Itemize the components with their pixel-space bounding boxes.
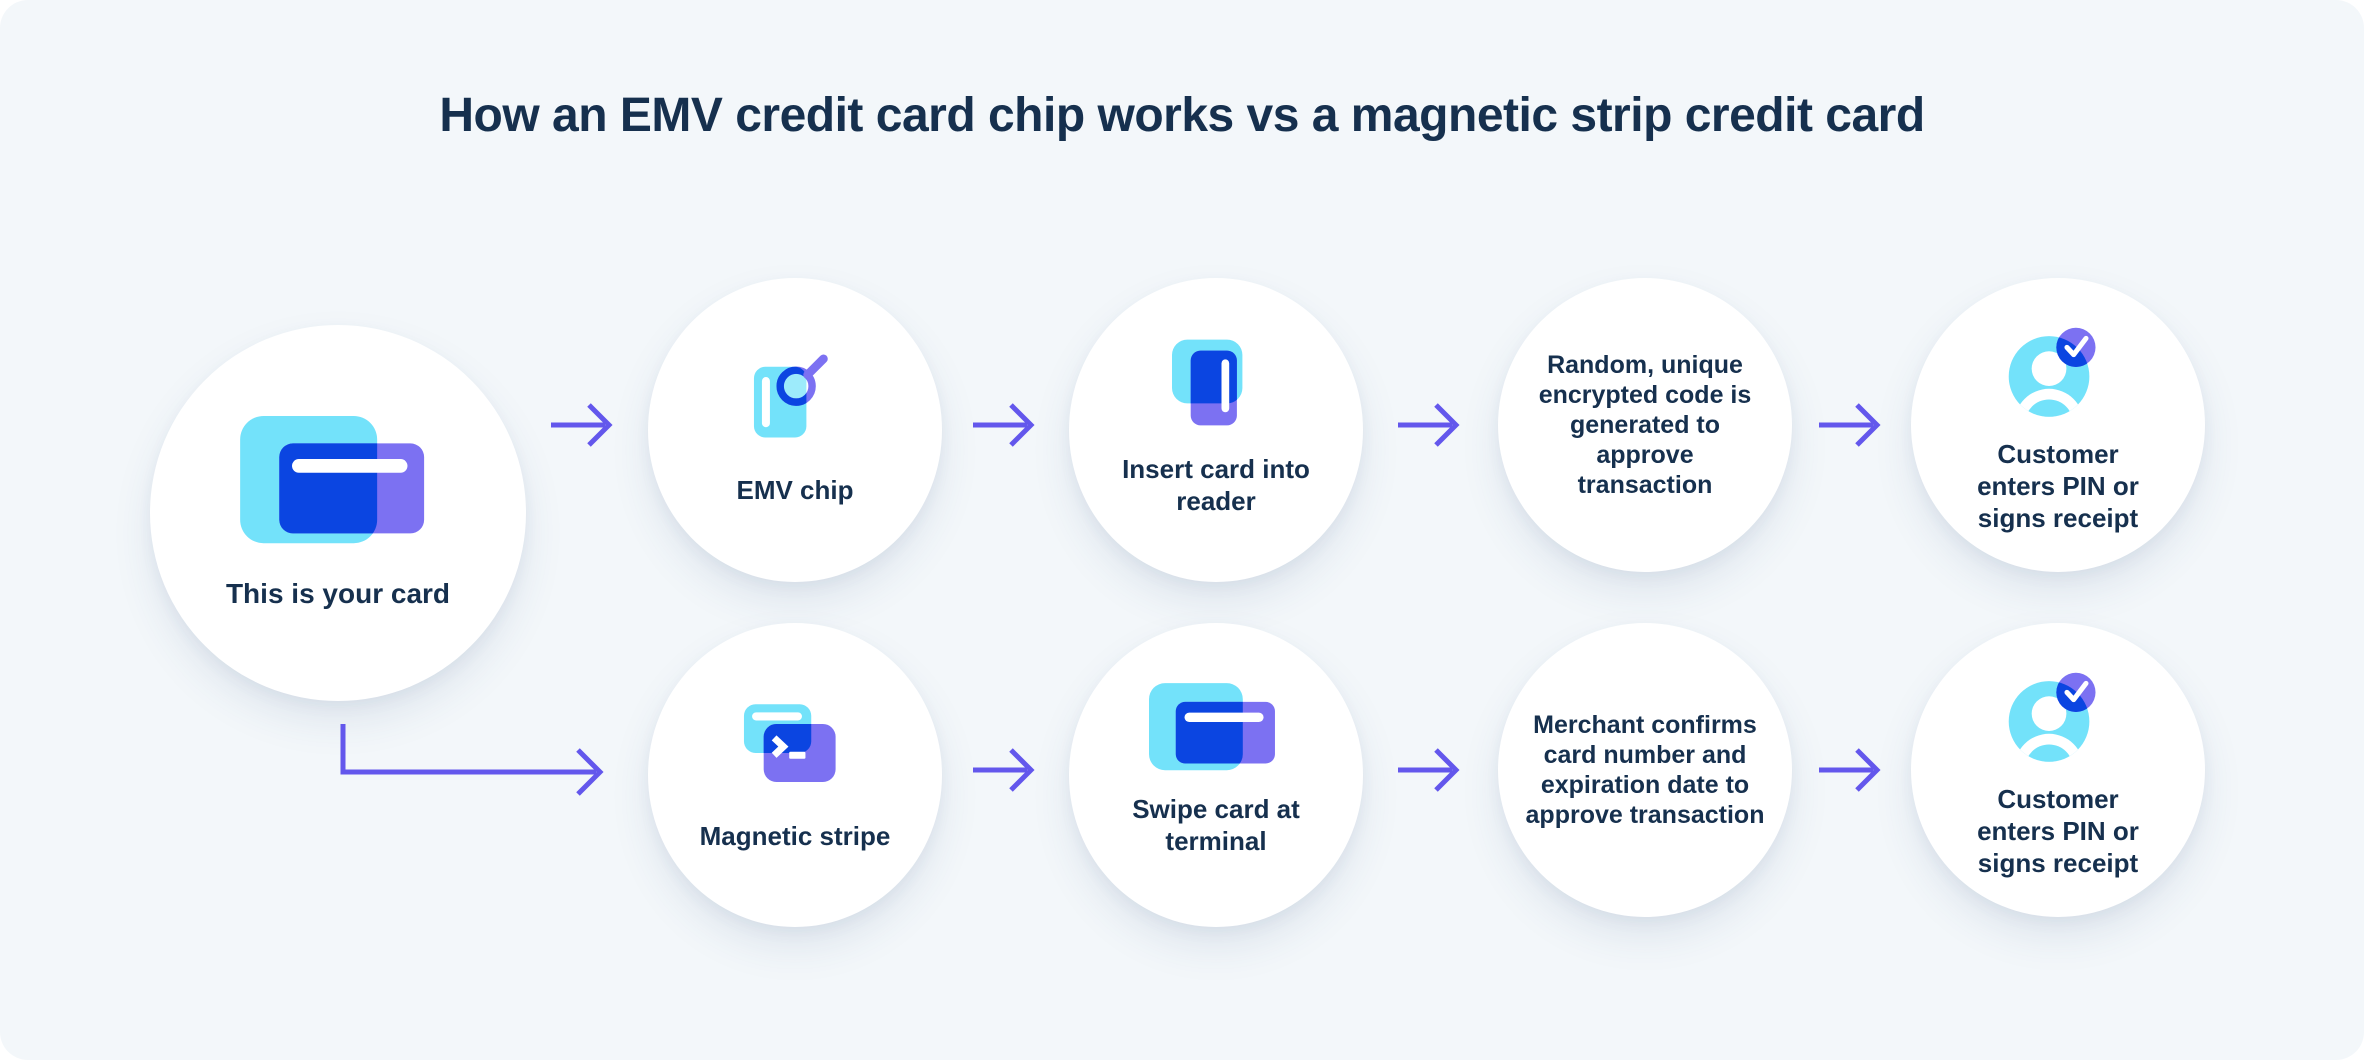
arrow-right-icon bbox=[1819, 403, 1881, 447]
node-insert-card-into-reader: Insert card into reader bbox=[1069, 278, 1363, 582]
node-magnetic-stripe: Magnetic stripe bbox=[648, 623, 942, 927]
card-terminal-icon bbox=[743, 704, 836, 782]
node-this-is-your-card: This is your card bbox=[150, 325, 526, 701]
node-customer-pin-top: Customer enters PIN or signs receipt bbox=[1911, 278, 2205, 572]
credit-card-icon bbox=[1149, 683, 1275, 771]
credit-card-icon bbox=[240, 415, 425, 543]
page-title: How an EMV credit card chip works vs a m… bbox=[439, 89, 1925, 142]
node-label: Swipe card at terminal bbox=[1132, 794, 1300, 856]
node-label: Customer enters PIN or signs receipt bbox=[1977, 439, 2139, 533]
elbow-arrow-icon bbox=[340, 724, 604, 796]
node-label: Customer enters PIN or signs receipt bbox=[1977, 784, 2139, 878]
node-encrypted-code: Random, unique encrypted code is generat… bbox=[1498, 278, 1792, 572]
node-label: Insert card into reader bbox=[1122, 454, 1310, 516]
node-label: Magnetic stripe bbox=[699, 821, 891, 851]
node-customer-pin-bottom: Customer enters PIN or signs receipt bbox=[1911, 623, 2205, 917]
arrow-right-icon bbox=[973, 403, 1035, 447]
person-check-icon bbox=[2008, 327, 2096, 417]
card-magnifier-icon bbox=[753, 354, 828, 438]
arrow-right-icon bbox=[551, 403, 613, 447]
node-label: This is your card bbox=[225, 577, 451, 609]
node-label: Merchant confirms card number and expira… bbox=[1525, 711, 1765, 829]
node-emv-chip: EMV chip bbox=[648, 278, 942, 582]
node-swipe-card: Swipe card at terminal bbox=[1069, 623, 1363, 927]
person-check-icon bbox=[2008, 672, 2096, 762]
arrow-right-icon bbox=[1819, 748, 1881, 792]
node-label: Random, unique encrypted code is generat… bbox=[1538, 351, 1752, 499]
arrow-right-icon bbox=[973, 748, 1035, 792]
card-reader-icon bbox=[1172, 339, 1243, 426]
arrow-right-icon bbox=[1398, 403, 1460, 447]
arrow-right-icon bbox=[1398, 748, 1460, 792]
node-merchant-confirms: Merchant confirms card number and expira… bbox=[1498, 623, 1792, 917]
node-label: EMV chip bbox=[736, 475, 854, 505]
